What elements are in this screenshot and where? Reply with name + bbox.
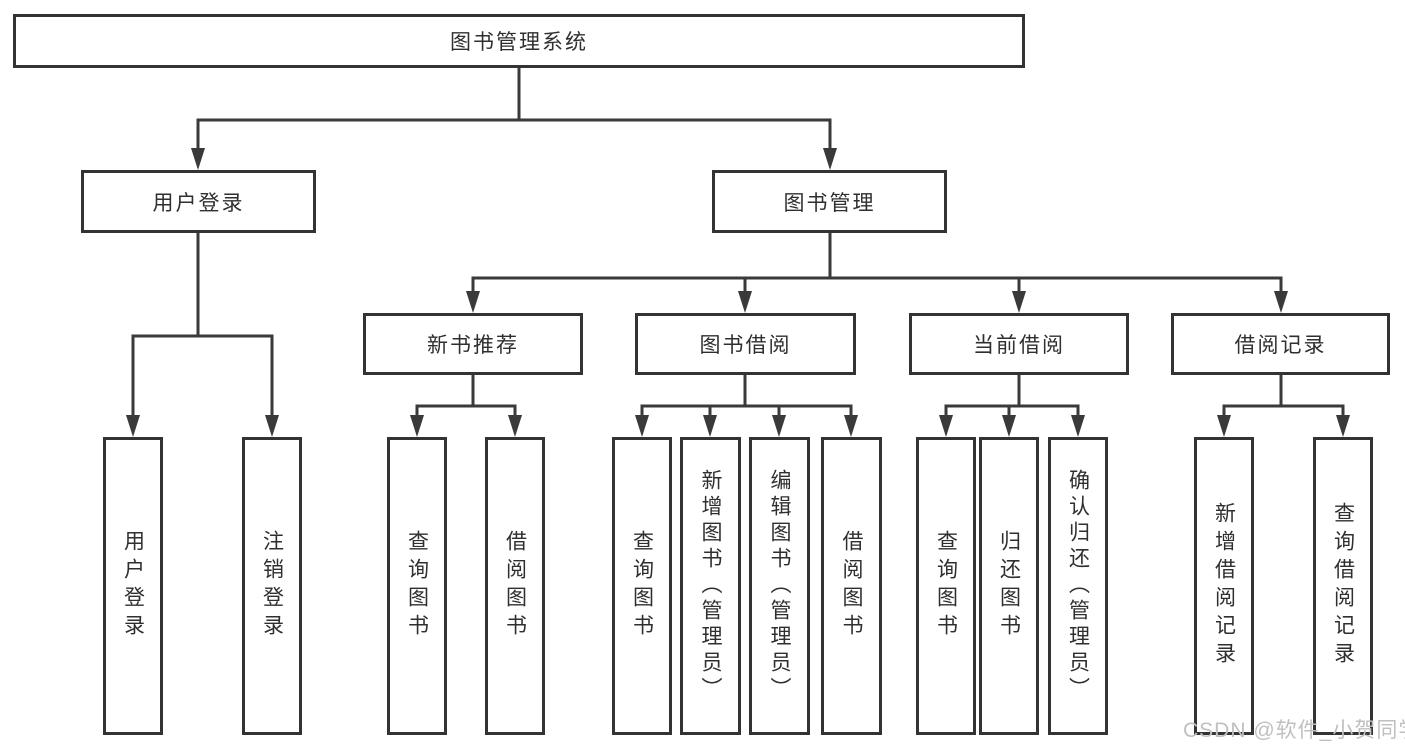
leaf-borrow-book-recommend: 借阅图书	[485, 437, 545, 735]
watermark: CSDN @软件_小贺同学	[1183, 719, 1405, 742]
node-book-borrow: 图书借阅	[635, 313, 856, 375]
node-borrow-records: 借阅记录	[1171, 313, 1390, 375]
leaf-query-book-borrow: 查询图书	[612, 437, 672, 735]
leaf-confirm-return-admin: 确认归还（管理员）	[1048, 437, 1108, 735]
leaf-query-borrow-record: 查询借阅记录	[1313, 437, 1373, 735]
leaf-query-book-recommend: 查询图书	[387, 437, 447, 735]
node-current-borrow: 当前借阅	[909, 313, 1129, 375]
leaf-add-book-admin: 新增图书（管理员）	[680, 437, 741, 735]
node-book-mgmt-group: 图书管理	[712, 170, 947, 233]
leaf-add-borrow-record: 新增借阅记录	[1194, 437, 1254, 735]
node-new-book-recommend: 新书推荐	[363, 313, 583, 375]
leaf-logout: 注销登录	[242, 437, 302, 735]
leaf-user-login: 用户登录	[103, 437, 163, 735]
leaf-edit-book-admin: 编辑图书（管理员）	[749, 437, 810, 735]
leaf-query-book-current: 查询图书	[916, 437, 976, 735]
node-root-system: 图书管理系统	[13, 14, 1025, 68]
node-user-login-group: 用户登录	[81, 170, 316, 233]
leaf-return-book: 归还图书	[979, 437, 1039, 735]
leaf-borrow-book-borrow: 借阅图书	[821, 437, 882, 735]
